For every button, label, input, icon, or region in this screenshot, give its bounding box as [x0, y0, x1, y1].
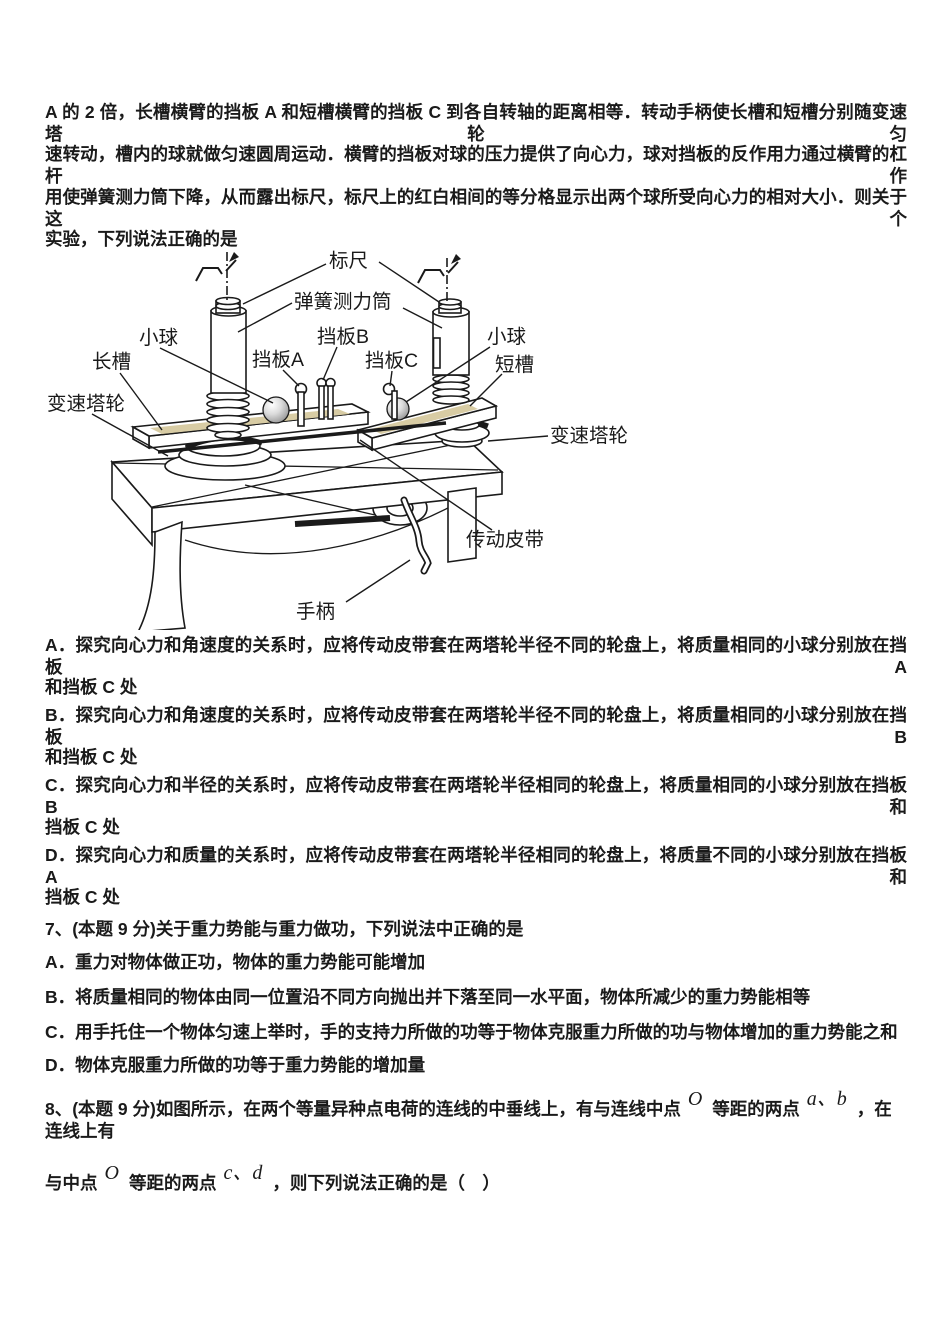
rotation-arrow-left — [195, 252, 239, 282]
q6-intro-line-4: 实验，下列说法正确的是 — [45, 229, 238, 249]
q8-math-cd: c、d — [223, 1162, 263, 1184]
q7-option-b: B．将质量相同的物体由同一位置沿不同方向抛出并下落至同一水平面，物体所减少的重力… — [45, 987, 811, 1007]
rotation-arrow-right — [417, 254, 461, 284]
q6-option-d-line-2: 挡板 C 处 — [45, 887, 120, 907]
q7-option-d: D．物体克服重力所做的功等于重力势能的增加量 — [45, 1055, 426, 1075]
q6-option-a-line-2: 和挡板 C 处 — [45, 677, 138, 697]
baffle-b — [316, 377, 336, 420]
q8-text-part-2: 等距的两点 — [712, 1099, 800, 1119]
label-baffle-c: 挡板C — [365, 350, 418, 372]
q7-option-c: C．用手托住一个物体匀速上举时，手的支持力所做的功等于物体克服重力所做的功与物体… — [45, 1022, 898, 1042]
q6-option-c-line-1: C．探究向心力和半径的关系时，应将传动皮带套在两塔轮半径相同的轮盘上，将质量相同… — [45, 775, 907, 817]
q7-stem: 7、(本题 9 分)关于重力势能与重力做功，下列说法中正确的是 — [45, 919, 524, 939]
spring-tube-left — [206, 296, 250, 440]
ball-right — [386, 397, 410, 421]
q6-intro-line-2: 速转动，槽内的球就做匀速圆周运动．横臂的挡板对球的压力提供了向心力，球对挡板的反… — [45, 144, 907, 186]
drive-belt — [157, 421, 447, 454]
spring-tube-right — [432, 298, 470, 405]
q8-text-part-1: 8、(本题 9 分)如图所示，在两个等量异种点电荷的连线的中垂线上，有与连线中点 — [45, 1099, 681, 1119]
q6-intro-line-3: 用使弹簧测力筒下降，从而露出标尺，标尺上的红白相间的等分格显示出两个球所受向心力… — [45, 187, 907, 229]
base-leg-left — [138, 520, 186, 630]
label-baffle-a: 挡板A — [252, 349, 304, 371]
base-leg-right — [447, 487, 477, 563]
q6-option-c-line-2: 挡板 C 处 — [45, 817, 120, 837]
label-long-groove: 长槽 — [92, 351, 131, 373]
q8-text-part-4: 与中点 — [45, 1173, 98, 1193]
q6-option-b-line-2: 和挡板 C 处 — [45, 747, 138, 767]
ball-left — [262, 396, 290, 424]
label-drive-belt: 传动皮带 — [466, 529, 544, 551]
q8-line-1: 8、(本题 9 分)如图所示，在两个等量异种点电荷的连线的中垂线上，有与连线中点… — [45, 1088, 907, 1142]
lower-belt-run — [294, 515, 391, 527]
label-spring-tube: 弹簧测力筒 — [294, 291, 392, 313]
q6-option-a-line-1: A．探究向心力和角速度的关系时，应将传动皮带套在两塔轮半径不同的轮盘上，将质量相… — [45, 635, 907, 677]
label-ball-right: 小球 — [487, 326, 526, 348]
label-baffle-b: 挡板B — [317, 326, 369, 348]
q8-math-ab: a、b — [806, 1088, 847, 1110]
crank-handle — [400, 496, 432, 575]
q8-math-o-2: O — [104, 1162, 119, 1184]
q8-text-part-3: ，在连线上有 — [45, 1099, 892, 1141]
q8-text-part-5: 等距的两点 — [128, 1173, 217, 1193]
label-short-groove: 短槽 — [495, 354, 534, 376]
baffle-a — [294, 382, 308, 427]
q8-line-2: 与中点 O 等距的两点 c、d ，则下列说法正确的是（ ） — [45, 1162, 907, 1194]
label-handle: 手柄 — [296, 601, 335, 623]
leader-lines — [91, 261, 549, 603]
q8-text-part-6: ，则下列说法正确的是（ ） — [272, 1173, 500, 1193]
q6-option-d-line-1: D．探究向心力和质量的关系时，应将传动皮带套在两塔轮半径相同的轮盘上，将质量不同… — [45, 845, 907, 887]
label-tower-wheel-left: 变速塔轮 — [47, 393, 125, 415]
exposed-scale-window — [432, 337, 441, 369]
q7-option-a: A．重力对物体做正功，物体的重力势能可能增加 — [45, 952, 426, 972]
label-ball-left: 小球 — [139, 327, 178, 349]
q6-option-b-line-1: B．探究向心力和角速度的关系时，应将传动皮带套在两塔轮半径不同的轮盘上，将质量相… — [45, 705, 907, 747]
tower-pulley-left — [164, 435, 286, 481]
apparatus-diagram: 标尺 弹簧测力筒 小球 挡板A 挡板B 挡板C 小球 长槽 短槽 变速塔轮 变速… — [47, 250, 628, 630]
q8-math-o-1: O — [687, 1088, 703, 1110]
label-tower-wheel-right: 变速塔轮 — [550, 425, 628, 447]
q6-intro-line-1: A 的 2 倍，长槽横臂的挡板 A 和短槽横臂的挡板 C 到各自转轴的距离相等．… — [45, 102, 907, 144]
baffle-c — [382, 382, 398, 420]
label-ruler: 标尺 — [329, 250, 368, 272]
